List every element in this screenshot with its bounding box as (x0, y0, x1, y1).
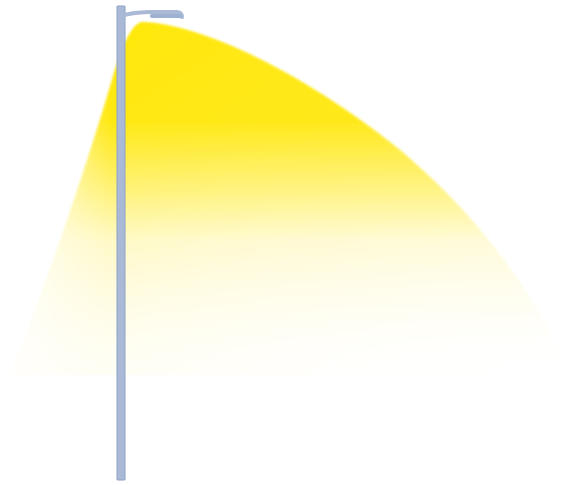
light-beam (10, 22, 572, 375)
lamp-pole (117, 6, 125, 480)
light-cone-left-fade (10, 22, 572, 375)
lamp-head (150, 14, 182, 18)
